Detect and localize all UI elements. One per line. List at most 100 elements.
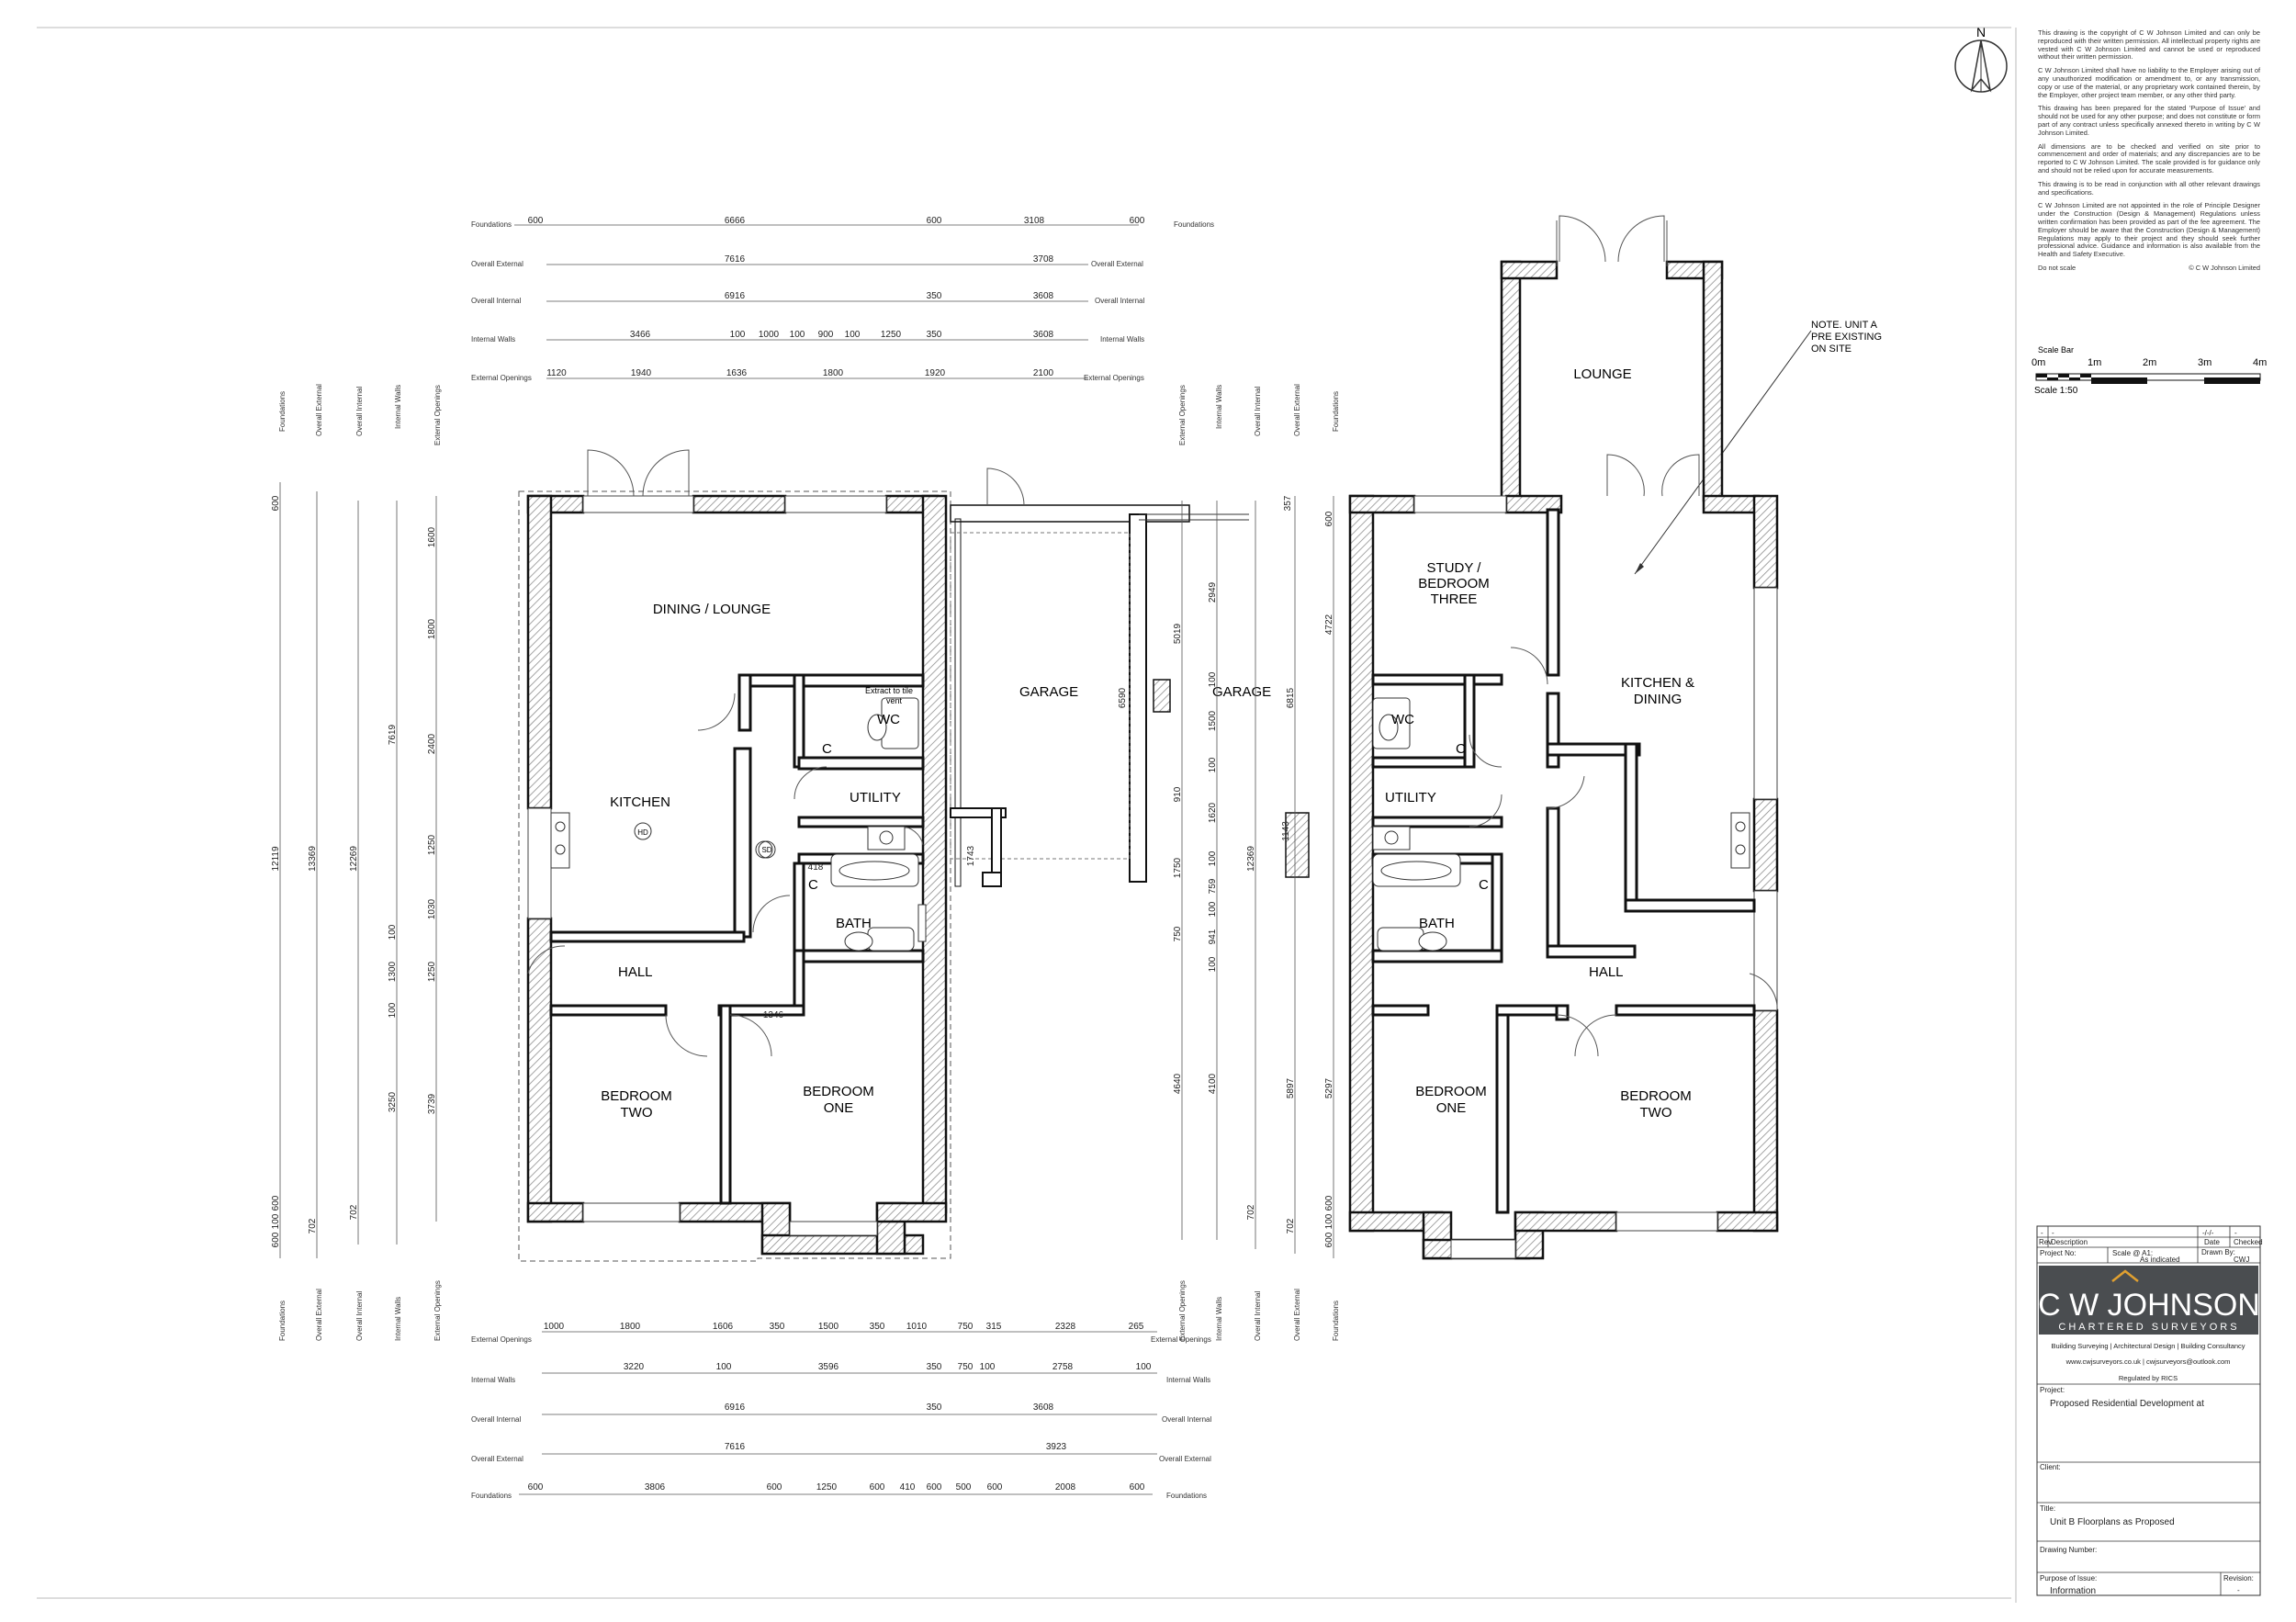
dim-value: 2758 [1052,1362,1074,1372]
client-label: Client: [2040,1463,2061,1471]
dim-value: 3739 [427,1093,437,1114]
scale-bar-title: Scale Bar [2038,345,2074,355]
svg-text:Overall Internal: Overall Internal [355,387,364,436]
dim-value: 600 [528,216,544,226]
dim-value: 1030 [427,898,437,919]
dim-value: 315 [986,1322,1002,1332]
dim-value: 350 [770,1322,785,1332]
dim-value: 1750 [1173,857,1183,878]
note-paragraph: This drawing is the copyright of C W Joh… [2038,28,2260,62]
svg-text:Overall Internal: Overall Internal [1254,387,1262,436]
dim-value: 2400 [427,733,437,754]
dim-value: 1606 [713,1322,734,1332]
contact-line: www.cwjsurveyors.co.uk | cwjsurveyors@ou… [2065,1357,2231,1366]
dim-value: 1800 [823,368,844,378]
svg-text:Foundations: Foundations [278,391,287,432]
dim-value: 600 [1324,1195,1334,1211]
room-hall-a: HALL [1589,964,1624,980]
room-wc-b: WC [877,712,900,727]
svg-text:Internal Walls: Internal Walls [1166,1376,1210,1384]
dim-value: 7616 [725,1442,746,1452]
dim-value: 5297 [1324,1077,1334,1098]
top-dimensions [514,224,1139,379]
extract-note-line-2: vent [886,696,903,705]
dim-value: 1800 [620,1322,641,1332]
dim-value: 100 [1208,901,1218,917]
dim-value: 100 [980,1362,996,1372]
svg-text:Foundations: Foundations [1332,1301,1340,1341]
dim-value: 3596 [818,1362,839,1372]
note-paragraph: This drawing is to be read in conjunctio… [2038,179,2260,197]
room-kitchen-dining-a: KITCHEN & [1621,675,1694,691]
svg-text:PRE EXISTING: PRE EXISTING [1811,332,1882,343]
svg-text:C W JOHNSON: C W JOHNSON [2038,1288,2260,1323]
label-garage-right: GARAGE [1212,684,1271,700]
svg-text:-: - [2234,1229,2237,1237]
dim-value: 4100 [1208,1073,1218,1094]
dim-value: 1743 [966,845,976,866]
dim-value: 1010 [906,1322,928,1332]
north-label: N [1976,25,1986,39]
drawing-title: Unit B Floorplans as Proposed [2050,1517,2175,1527]
dim-value: 600 [870,1482,885,1492]
svg-text:Internal Walls: Internal Walls [1215,385,1223,429]
dim-value: 6815 [1286,687,1296,708]
svg-text:NOTE. UNIT A: NOTE. UNIT A [1811,320,1878,331]
dim-value: 941 [1208,929,1218,944]
dim-value: 2100 [1033,368,1054,378]
dim-value: 750 [958,1362,974,1372]
svg-text:TWO: TWO [1640,1105,1672,1121]
title-block: - - -/-/- - Rev Description Date Checked… [2036,1225,2263,1596]
dim-value: 3806 [645,1482,666,1492]
dim-value: 350 [927,1362,942,1372]
dim-value: 600 [1324,1232,1334,1247]
room-study-a: STUDY / [1427,560,1482,576]
dim-value: 7619 [388,724,398,745]
left-dimensions [279,482,437,1258]
svg-text:Overall Internal: Overall Internal [1162,1415,1211,1424]
dim-value: 1500 [818,1322,839,1332]
dim-value: 600 [987,1482,1003,1492]
dim-label-foundations-top: Foundations [471,220,512,229]
dim-value: 600 [1130,1482,1145,1492]
svg-text:Overall Internal: Overall Internal [1095,297,1144,305]
dim-value: 2949 [1208,581,1218,603]
bottom-dimensions [519,1331,1157,1495]
project-value: Proposed Residential Development at [2050,1399,2204,1409]
rics-line: Regulated by RICS [2119,1374,2178,1382]
hob-label: HD [637,828,648,837]
dim-value: 4722 [1324,614,1334,635]
svg-text:Foundations: Foundations [471,1492,512,1500]
dim-value: 600 [1324,511,1334,526]
dim-value: 100 [845,330,861,340]
note-paragraph: C W Johnson Limited are not appointed in… [2038,201,2260,259]
dim-value: 750 [1173,926,1183,941]
svg-text:External Openings: External Openings [1178,385,1187,445]
svg-text:Internal Walls: Internal Walls [394,1297,402,1341]
room-bedroom-one-b: BEDROOM [803,1084,874,1099]
room-wc-a: WC [1391,712,1414,727]
copyright-note: © C W Johnson Limited [2189,263,2260,272]
dim-value: 1636 [726,368,748,378]
note-paragraph: This drawing has been prepared for the s… [2038,104,2260,137]
dim-value: 350 [927,330,942,340]
dim-value: 6590 [1118,687,1128,708]
svg-text:External Openings: External Openings [1178,1280,1187,1341]
dim-value: 702 [1286,1218,1296,1233]
dim-value: 1300 [388,961,398,982]
middle-dimensions [1181,496,1334,1258]
scale-tick-4: 4m [2253,357,2267,368]
svg-text:Overall External: Overall External [471,1455,523,1463]
room-bedroom-one-a: BEDROOM [1415,1084,1487,1099]
cupboard-4: C [1479,877,1489,893]
svg-text:DINING: DINING [1634,692,1683,707]
room-lounge-a: LOUNGE [1573,366,1631,382]
scale-tick-3: 3m [2198,357,2212,368]
dim-value: 5019 [1173,623,1183,644]
dim-value: 600 [927,216,942,226]
dim-label-open-top: External Openings [471,374,532,382]
dim-value: 12269 [349,846,359,872]
svg-text:Overall Internal: Overall Internal [1254,1291,1262,1341]
room-utility-a: UTILITY [1385,790,1436,805]
svg-text:-: - [2041,1229,2043,1237]
